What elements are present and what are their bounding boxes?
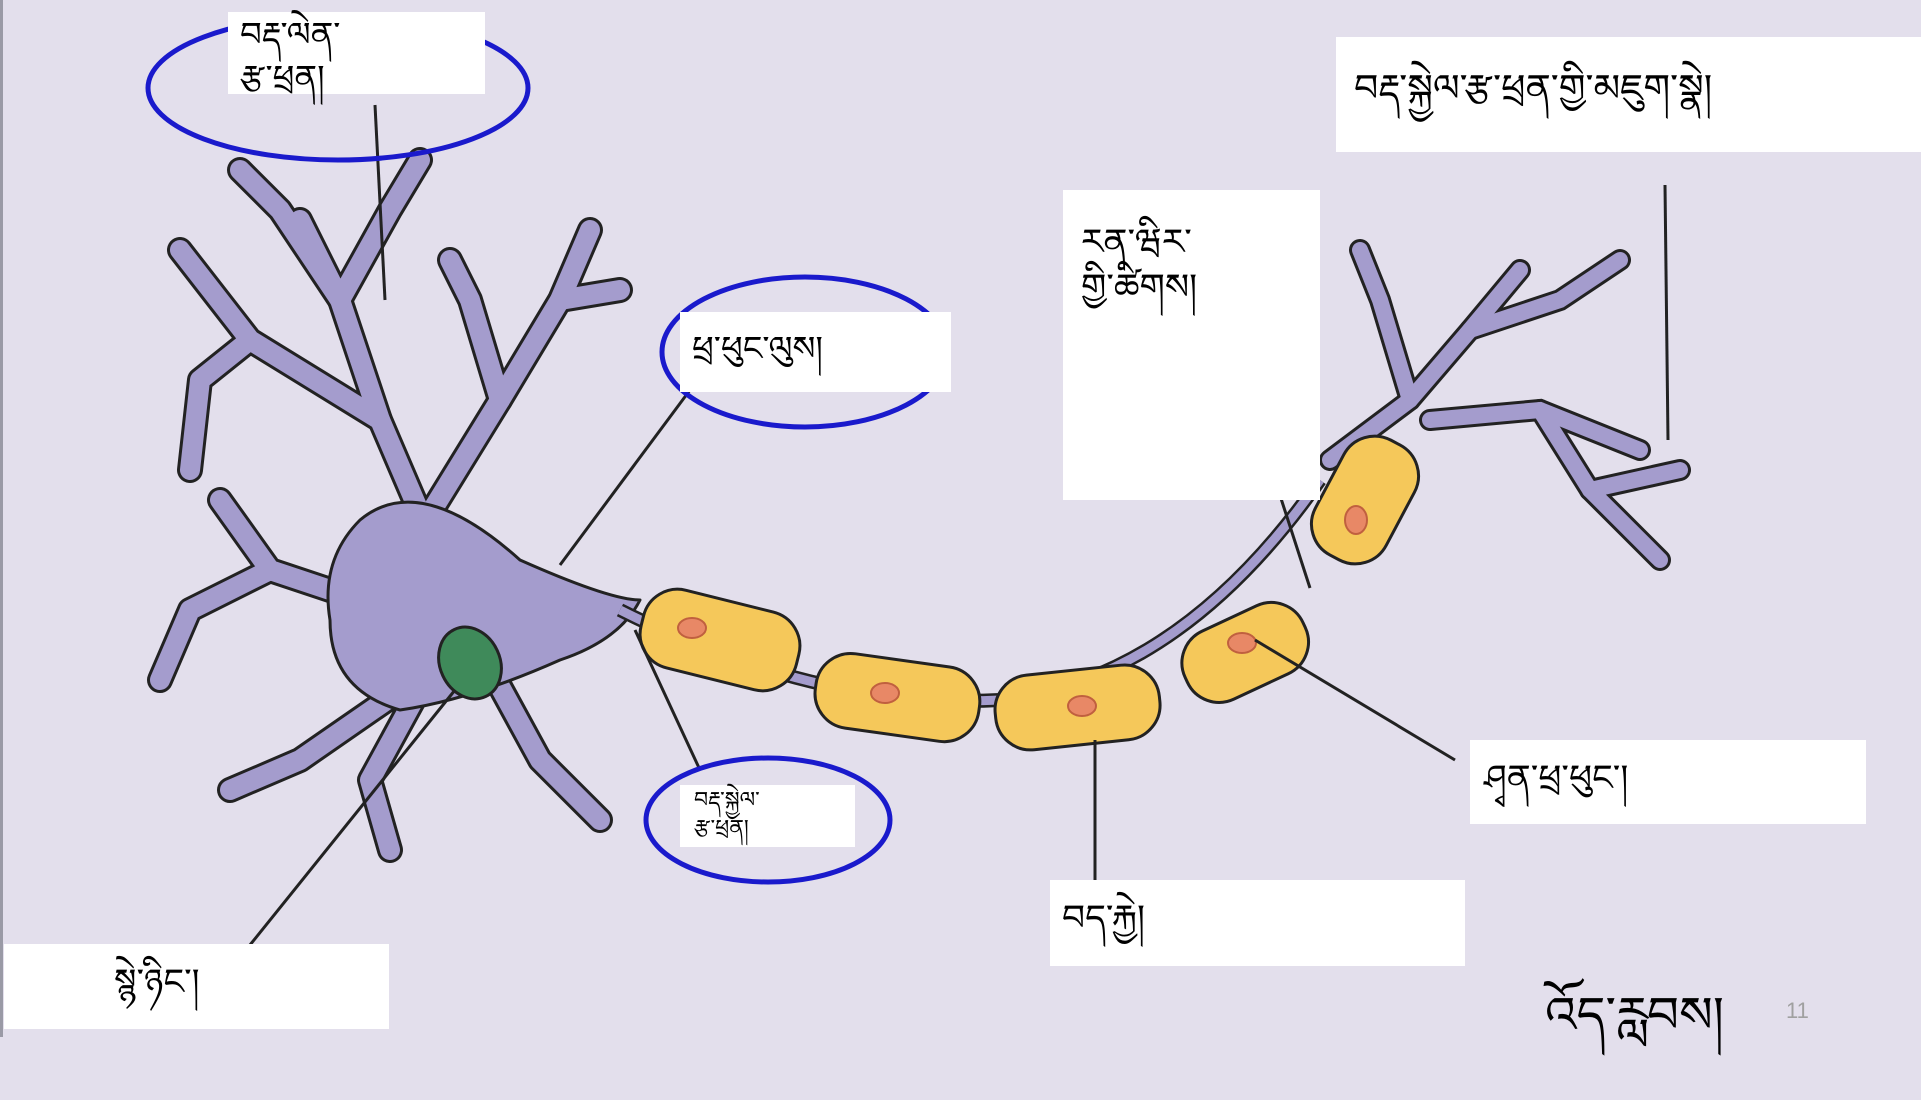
neuron-diagram	[0, 0, 1921, 1037]
label-axon-terminal: བརྡ་སྐྱེལ་རྩ་ཕྲན་གྱི་མཇུག་སྣེ།	[1336, 37, 1921, 152]
label-dendrite: བརྡ་ལེན་ རྩ་ཕྲན།	[228, 12, 485, 94]
label-myelin-sheath: བད་རྐྱེ།	[1050, 880, 1465, 966]
label-cell-body: ཕྲ་ཕུང་ལུས།	[680, 312, 951, 392]
label-nucleus: སྙེ་ཉིང་།	[4, 944, 389, 1029]
slide-footer-text: འོད་རླབས།	[1545, 960, 1724, 1100]
neuron-cell	[160, 160, 640, 850]
label-schwann-cell: ཤྭན་ཕྲ་ཕུང་།	[1470, 740, 1866, 824]
slide-number: 11	[1786, 998, 1809, 1024]
label-node-of-ranvier: རན་ཝིར་ གྱི་ཚིགས།	[1063, 190, 1320, 500]
label-axon: བརྡ་སྐྱེལ་ རྩ་ཕྲན།	[680, 785, 855, 847]
